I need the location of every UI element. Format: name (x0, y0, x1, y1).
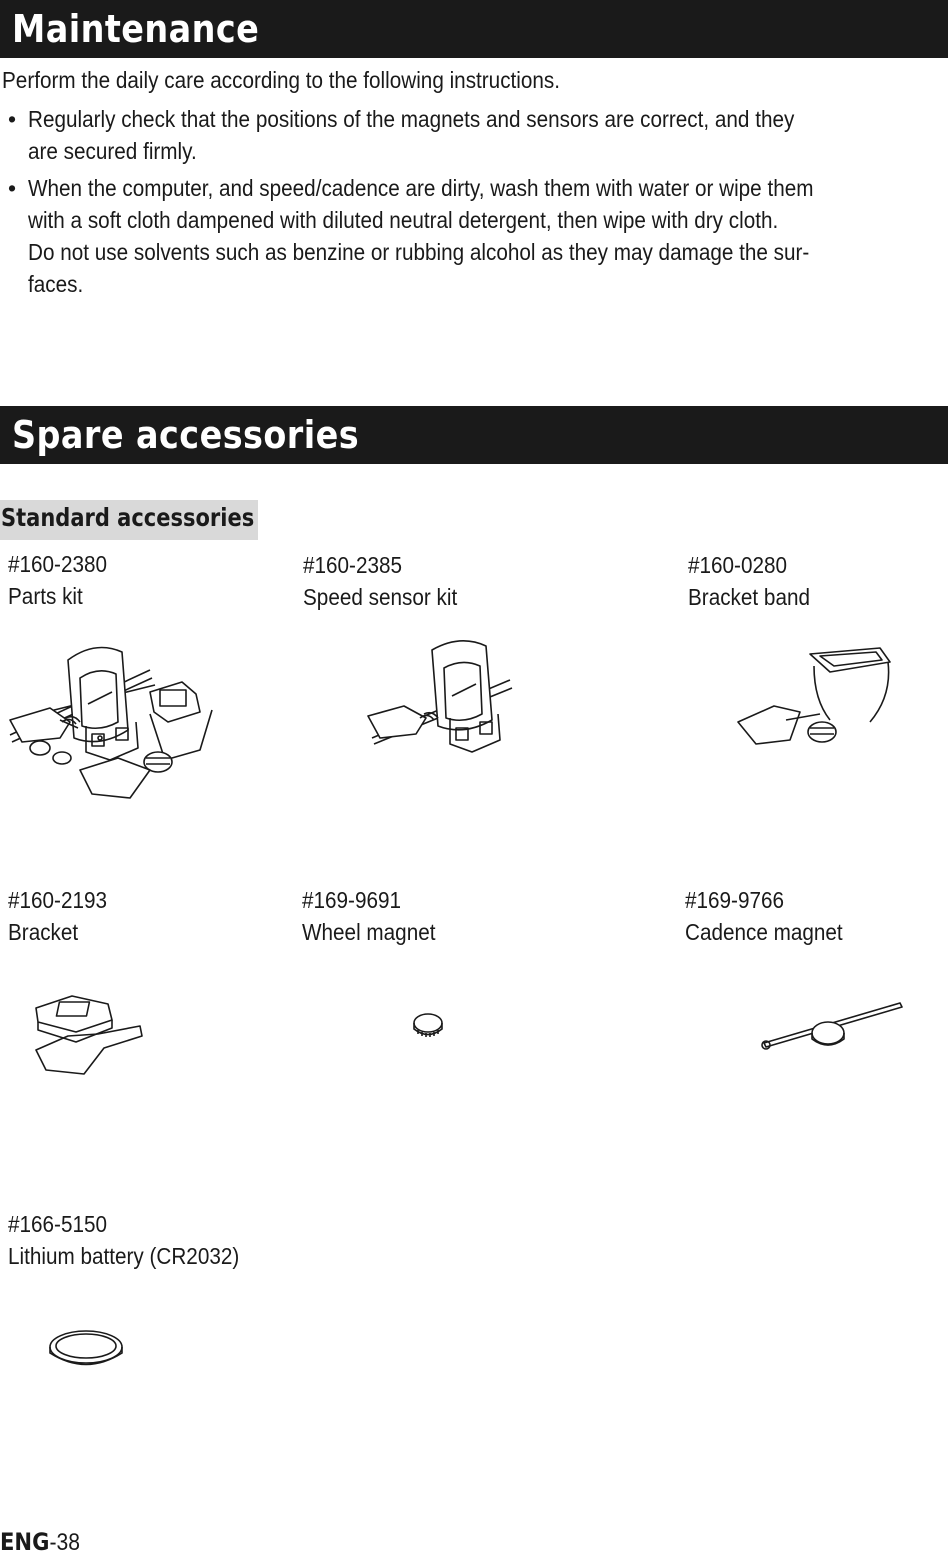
bullet-2-line-4: faces. (28, 271, 84, 297)
accessory-name: Parts kit (8, 583, 83, 609)
parts-kit-icon (9, 646, 213, 799)
accessory-item-wheel-magnet: #169-9691 Wheel magnet (302, 884, 450, 948)
accessory-item-bracket-band: #160-0280 Bracket band (688, 549, 824, 613)
bullet-1-line-1: Regularly check that the positions of th… (28, 106, 795, 132)
maintenance-heading: Maintenance (0, 0, 948, 58)
spare-accessories-heading: Spare accessories (0, 406, 948, 464)
maintenance-title: Maintenance (12, 7, 260, 51)
maintenance-intro-text: Perform the daily care according to the … (2, 67, 561, 93)
standard-accessories-subheading: Standard accessories (0, 500, 258, 540)
bullet-mark: • (8, 175, 17, 201)
accessory-item-lithium-battery: #166-5150 Lithium battery (CR2032) (8, 1208, 265, 1272)
bullet-2-line-2: with a soft cloth dampened with diluted … (28, 207, 779, 233)
speed-sensor-kit-icon (367, 640, 513, 753)
accessory-item-bracket: #160-2193 Bracket (8, 884, 118, 948)
accessory-item-speed-sensor-kit: #160-2385 Speed sensor kit (303, 549, 474, 613)
spare-accessories-title: Spare accessories (12, 413, 360, 457)
accessory-code: #160-2380 (8, 551, 107, 577)
accessory-name: Wheel magnet (302, 919, 436, 945)
footer-language: ENG (0, 1528, 50, 1556)
bullet-2-line-1: When the computer, and speed/cadence are… (28, 175, 814, 201)
accessory-code: #160-0280 (688, 552, 787, 578)
page-number: ENG-38 (0, 1527, 91, 1558)
accessory-code: #169-9691 (302, 887, 401, 913)
bracket-band-icon (737, 647, 891, 745)
accessory-name: Bracket band (688, 584, 810, 610)
accessory-name: Speed sensor kit (303, 584, 458, 610)
accessory-code: #160-2193 (8, 887, 107, 913)
accessory-name: Cadence magnet (685, 919, 843, 945)
bullet-2-line-3: Do not use solvents such as benzine or r… (28, 239, 810, 265)
accessory-code: #160-2385 (303, 552, 402, 578)
maintenance-intro: Perform the daily care according to the … (2, 64, 622, 96)
accessory-item-parts-kit: #160-2380 Parts kit (8, 548, 118, 612)
lithium-battery-icon (49, 1330, 123, 1366)
bracket-icon (35, 995, 143, 1075)
footer-page: -38 (49, 1529, 80, 1556)
cadence-magnet-icon (761, 1002, 903, 1050)
bullet-mark: • (8, 106, 17, 132)
accessory-code: #166-5150 (8, 1211, 107, 1237)
wheel-magnet-icon (413, 1013, 443, 1037)
accessory-code: #169-9766 (685, 887, 784, 913)
accessory-item-cadence-magnet: #169-9766 Cadence magnet (685, 884, 860, 948)
standard-accessories-label: Standard accessories (1, 503, 255, 532)
bullet-1-line-2: are secured firmly. (28, 138, 197, 164)
accessory-name: Lithium battery (CR2032) (8, 1243, 240, 1269)
accessory-name: Bracket (8, 919, 79, 945)
